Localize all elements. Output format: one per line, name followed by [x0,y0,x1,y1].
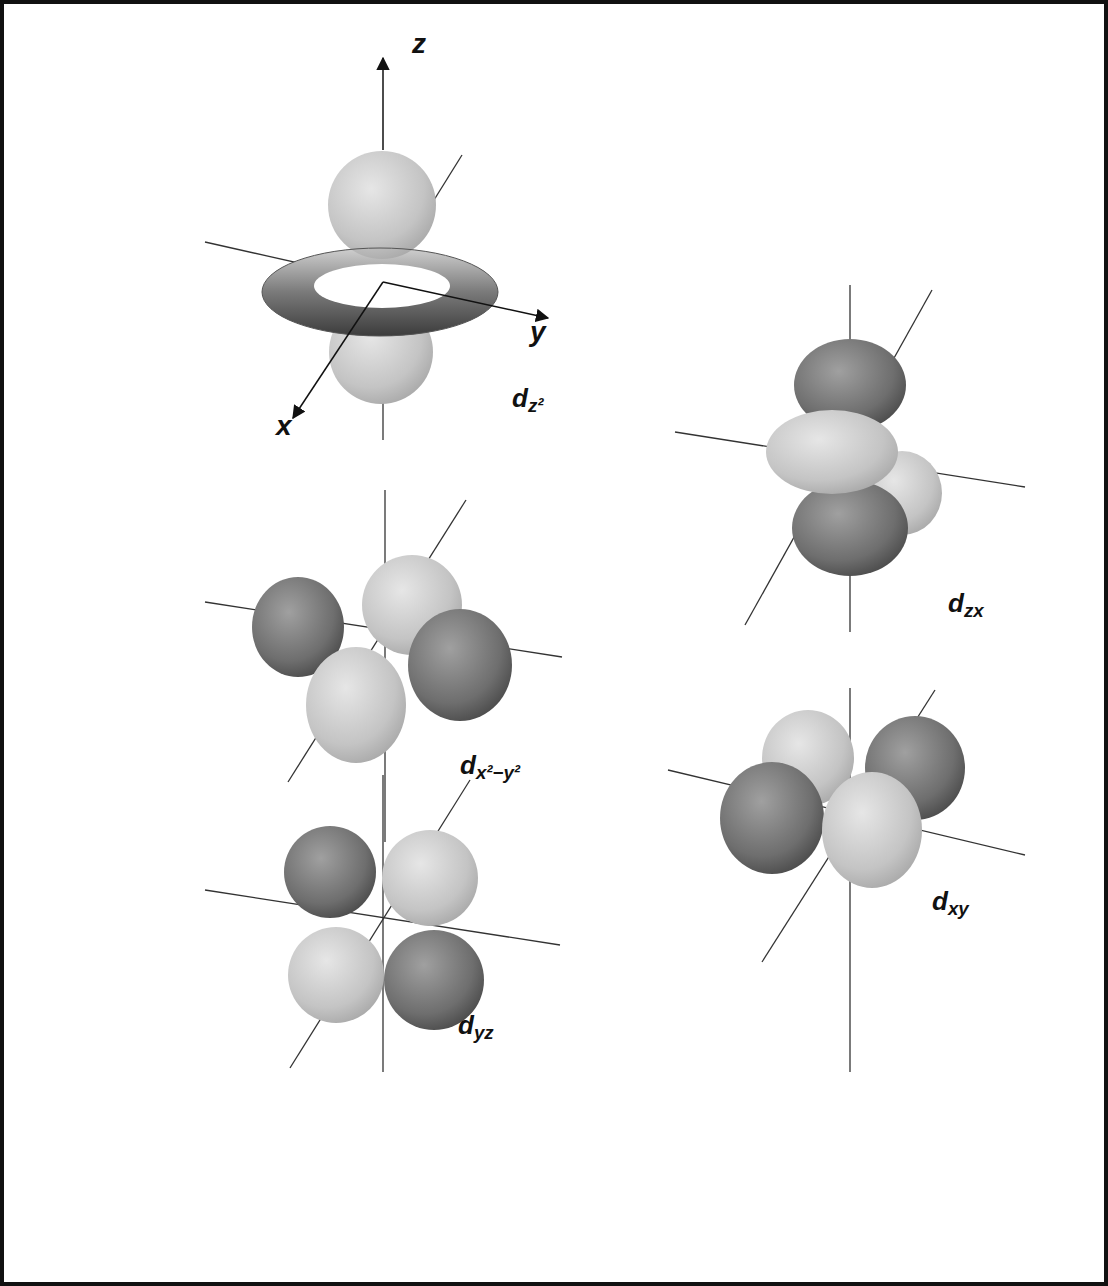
dyz-orbital [205,775,560,1072]
orbital-label: dxy [932,888,969,914]
orbital-label: dzx [948,590,984,616]
axis-label: x [276,412,292,440]
dz2-orbital [205,58,548,440]
axis-label: z [412,30,426,58]
dxy-orbital [668,688,1025,1072]
orbital-label: dx²−y² [460,752,520,778]
orbital-label: dz² [512,385,543,411]
orbital-label: dyz [458,1012,494,1038]
axis-label: y [530,318,546,346]
dzx-orbital [675,285,1025,632]
